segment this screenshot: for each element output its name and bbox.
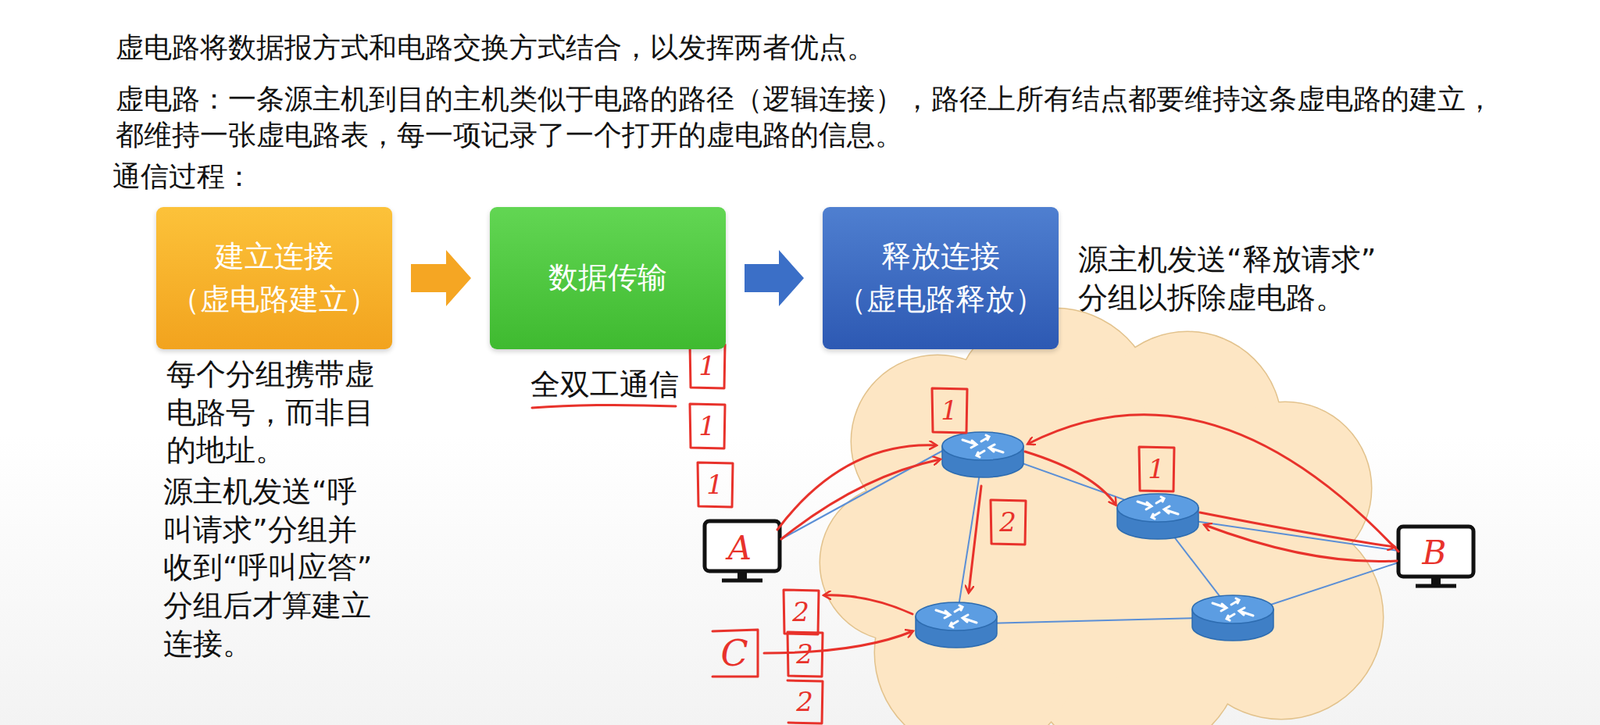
process-box: 建立连接 （虚电路建立） <box>156 207 393 350</box>
note-text: 源主机发送“释放请求”分组以拆除虚电路。 <box>1078 240 1391 317</box>
handwritten-mark: 1 <box>940 396 958 424</box>
box-text: 释放连接 （虚电路释放） <box>835 235 1047 322</box>
block-arrow <box>410 250 472 307</box>
handwritten-mark: 1 <box>1147 455 1165 483</box>
handwritten-mark: 2 <box>796 688 814 715</box>
handwritten-mark: 1 <box>706 471 724 498</box>
box-text: 建立连接 （虚电路建立） <box>168 235 380 322</box>
process-box: 释放连接 （虚电路释放） <box>822 207 1059 350</box>
handwritten-mark: 1 <box>698 412 716 440</box>
block-arrow <box>744 250 804 307</box>
cloud <box>820 308 1383 725</box>
note-text: 通信过程： <box>112 158 347 195</box>
handwritten-mark: B <box>1422 536 1447 570</box>
network-links <box>781 449 1399 625</box>
box-text: 数据传输 <box>502 256 714 300</box>
handwritten-mark: 2 <box>796 640 814 668</box>
note-text: 源主机发送“呼叫请求”分组并收到“呼叫应答”分组后才算建立连接。 <box>163 472 376 663</box>
process-box: 数据传输 <box>489 207 726 350</box>
host-icons <box>704 521 1474 586</box>
handwritten-mark: 1 <box>698 352 716 379</box>
note-text: 每个分组携带虚电路号，而非目的地址。 <box>166 355 379 470</box>
handwritten-mark: 2 <box>999 508 1017 536</box>
handwritten-mark: 2 <box>792 598 810 625</box>
router-icons <box>915 432 1274 648</box>
note-text: 全双工通信 <box>530 365 703 404</box>
handwritten-mark: C <box>720 635 748 672</box>
handwritten-mark: A <box>728 532 752 565</box>
note-text: 虚电路将数据报方式和电路交换方式结合，以发挥两者优点。 <box>115 29 975 66</box>
note-text: 虚电路：一条源主机到目的主机类似于电路的路径（逻辑连接），路径上所有结点都要维持… <box>115 81 1515 154</box>
